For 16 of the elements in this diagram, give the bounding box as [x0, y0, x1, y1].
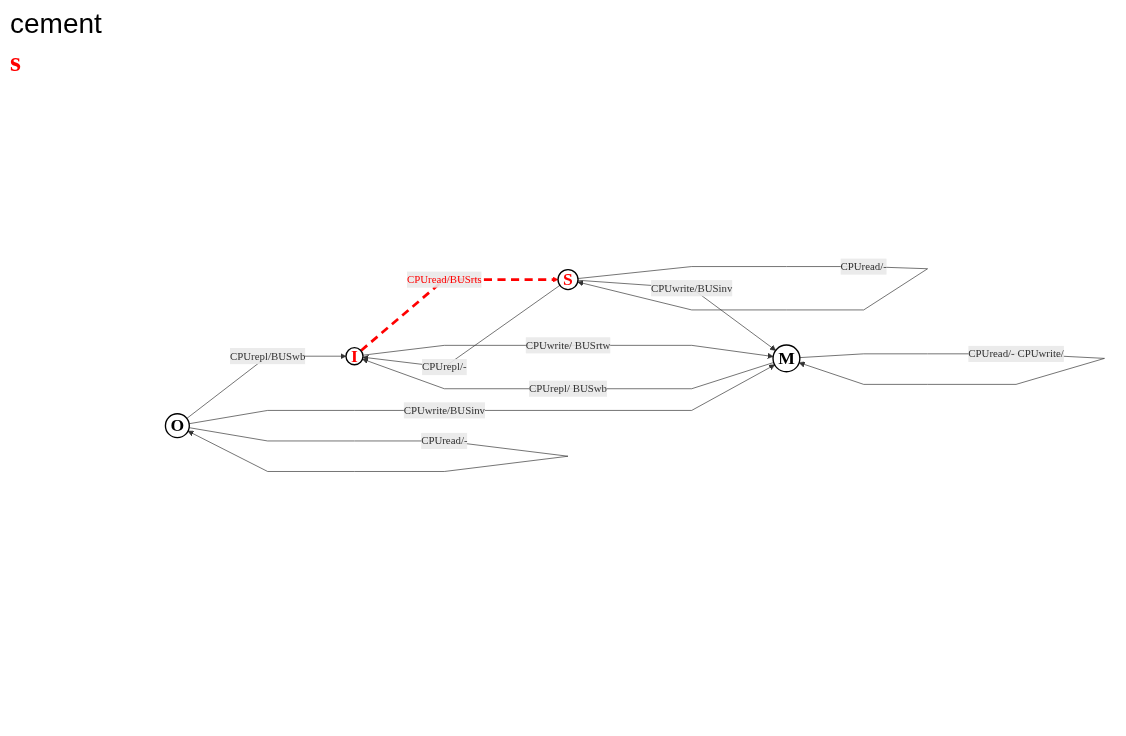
edge-label: CPUread/BUSrts [406, 273, 482, 286]
edge-label: CPUwrite/BUSinv [651, 282, 733, 294]
edge-label: CPUrepl/- [422, 360, 467, 373]
edge-label: CPUrepl/ BUSwb [529, 382, 608, 395]
node-circle: I [345, 347, 364, 366]
edge-label: CPUwrite/ BUSrtw [525, 339, 611, 351]
node-circle: O [164, 413, 190, 439]
edge-label: CPUrepl/BUSwb [229, 350, 306, 362]
edge-label: CPUread/- CPUwrite/ [968, 347, 1064, 360]
node-circle: M [772, 344, 801, 373]
slide-text: cement [10, 8, 102, 40]
slide-text: s [10, 46, 22, 78]
edge-label: CPUread/- [840, 260, 887, 273]
node-circle: S [557, 268, 579, 291]
edge-label: CPUwrite/BUSinv [403, 404, 486, 416]
edge-label: CPUread/- [421, 434, 468, 447]
